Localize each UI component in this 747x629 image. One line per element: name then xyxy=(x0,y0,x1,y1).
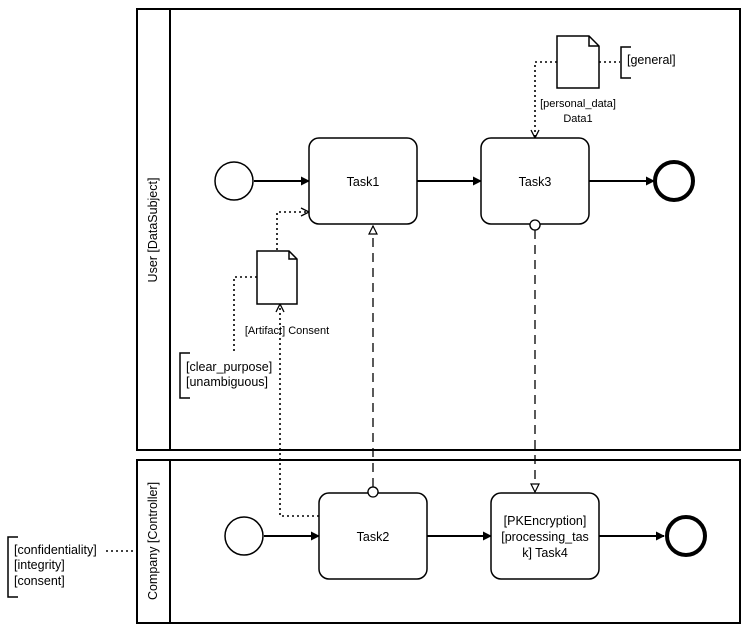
task-4-label-line1: [PKEncryption] xyxy=(504,514,587,528)
task-2-label: Task2 xyxy=(357,530,390,544)
start-event-user[interactable] xyxy=(214,161,254,201)
annotation-company-line1: [confidentiality] xyxy=(14,543,97,557)
task-1[interactable]: Task1 xyxy=(308,137,418,225)
data1-label-line2: Data1 xyxy=(563,113,592,125)
data-object-consent[interactable]: [Artifact] Consent xyxy=(245,250,329,337)
message-flows xyxy=(367,219,541,498)
start-event-company[interactable] xyxy=(224,516,264,556)
annotation-consent-line2: [unambiguous] xyxy=(186,375,268,389)
pool-company-label: Company [Controller] xyxy=(146,482,160,600)
data1-label-line1: [personal_data] xyxy=(540,98,616,110)
task-4[interactable]: [PKEncryption] [processing_tas k] Task4 xyxy=(490,492,600,580)
message-flow-origin-marker xyxy=(529,219,541,231)
task-2[interactable]: Task2 xyxy=(318,492,428,580)
annotation-general-line1: [general] xyxy=(627,53,676,67)
annotation-company-line3: [consent] xyxy=(14,574,65,588)
association-consent-task1 xyxy=(276,212,309,250)
pool-company[interactable]: Company [Controller] xyxy=(136,459,741,624)
association-consent-annotation xyxy=(233,276,257,352)
task-4-label-line2: [processing_tas xyxy=(501,530,589,544)
task-3[interactable]: Task3 xyxy=(480,137,590,225)
associations xyxy=(106,61,620,552)
association-task2-consent xyxy=(280,304,319,517)
end-event-company[interactable] xyxy=(665,515,707,557)
task-1-label: Task1 xyxy=(347,175,380,189)
annotation-company-line2: [integrity] xyxy=(14,558,65,572)
pool-user[interactable]: User [DataSubject] xyxy=(136,8,741,451)
annotation-company-props[interactable]: [confidentiality] [integrity] [consent] xyxy=(7,536,97,598)
annotation-consent-props[interactable]: [clear_purpose] [unambiguous] xyxy=(179,352,272,399)
task-4-label-line3: k] Task4 xyxy=(522,546,568,560)
pool-user-label: User [DataSubject] xyxy=(146,178,160,283)
data-object-data1[interactable]: [personal_data] Data1 xyxy=(540,35,616,125)
annotation-general[interactable]: [general] xyxy=(620,46,676,79)
association-data1-task3 xyxy=(535,61,557,138)
message-flow-origin-marker-2 xyxy=(367,486,379,498)
annotation-consent-line1: [clear_purpose] xyxy=(186,360,272,374)
task-3-label: Task3 xyxy=(519,175,552,189)
consent-label: [Artifact] Consent xyxy=(245,325,329,337)
sequence-flows xyxy=(254,176,665,541)
end-event-user[interactable] xyxy=(653,160,695,202)
